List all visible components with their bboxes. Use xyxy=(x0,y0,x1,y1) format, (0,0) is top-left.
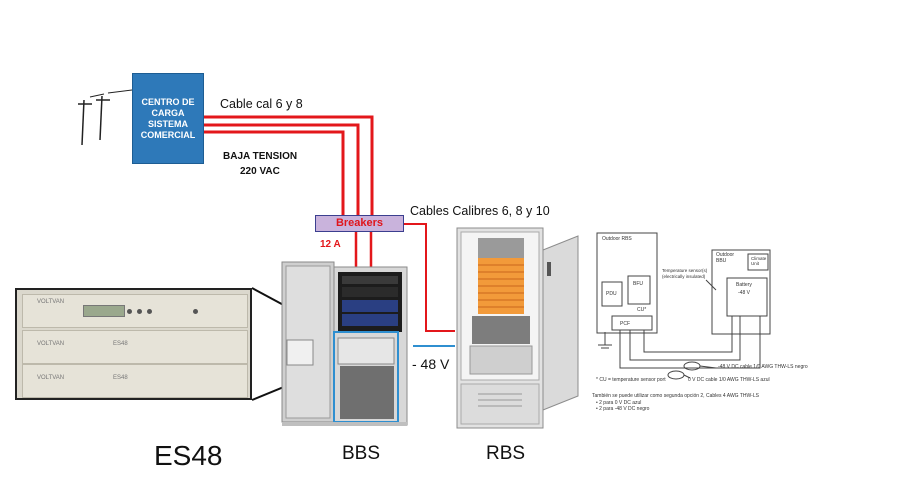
low-voltage-label: BAJA TENSION xyxy=(223,151,298,162)
schematic-note: • 2 para -48 V DC negro xyxy=(596,406,650,412)
rbs-feed-cable xyxy=(403,223,455,332)
model-label: ES48 xyxy=(113,341,128,347)
rbs-title: RBS xyxy=(486,443,526,464)
load-center-line: CARGA xyxy=(151,107,185,118)
bbs-title: BBS xyxy=(342,443,381,464)
rectifier-shelf: VOLTVAN ES48 xyxy=(22,330,248,364)
lcd-display xyxy=(83,305,125,317)
rectifier-shelf: VOLTVAN xyxy=(22,294,248,328)
schematic-footnote: * CU = temperature sensor port xyxy=(596,377,666,383)
breakers-box: Breakers xyxy=(315,215,404,232)
brand-label: VOLTVAN xyxy=(37,375,65,381)
schematic-note: También se puede utilizar como segunda o… xyxy=(592,393,759,399)
bbs-feed-cables xyxy=(354,231,373,268)
schematic-bfu: BFU xyxy=(633,281,643,287)
load-center-line: SISTEMA xyxy=(147,118,188,129)
schematic-battery: Battery xyxy=(736,282,752,288)
cables-calibres-label: Cables Calibres 6, 8 y 10 xyxy=(410,204,550,218)
schematic-outdoor-rbs: Outdoor RBS xyxy=(602,236,632,242)
schematic-cu: CU* xyxy=(637,307,647,313)
schematic-outdoor-bbu: Outdoor BBU xyxy=(716,252,735,264)
schematic-pdu: PDU xyxy=(606,291,617,297)
schematic-battery-voltage: -48 V xyxy=(738,290,750,296)
power-cables xyxy=(202,115,374,216)
bbs-cabinet-icon xyxy=(281,261,408,426)
load-center-box: CENTRO DE CARGA SISTEMA COMERCIAL xyxy=(132,73,204,164)
cable-cal-label: Cable cal 6 y 8 xyxy=(220,97,303,111)
button-icon xyxy=(127,309,132,314)
load-center-line: COMERCIAL xyxy=(140,129,196,140)
brand-label: VOLTVAN xyxy=(37,299,65,305)
schematic-climate-unit: Climate Unit xyxy=(751,256,767,266)
schematic-temp-sensor-note: (electrically insulated) xyxy=(662,274,706,279)
es48-title: ES48 xyxy=(154,440,223,471)
schematic-temp-sensor: Temperature sensor(s) xyxy=(662,268,708,273)
voltage-label: - 48 V xyxy=(412,356,450,372)
model-label: ES48 xyxy=(113,375,128,381)
schematic-cable-zero: 0 V DC cable 1/0 AWG THW-LS azul xyxy=(688,377,770,383)
rbs-cabinet-icon xyxy=(456,227,579,429)
button-icon xyxy=(193,309,198,314)
brand-label: VOLTVAN xyxy=(37,341,65,347)
button-icon xyxy=(137,309,142,314)
es48-equipment-photo: VOLTVAN VOLTVAN ES48 VOLTVAN ES48 xyxy=(15,288,252,400)
schematic-pcf: PCF xyxy=(620,321,630,327)
load-center-line: CENTRO DE xyxy=(141,96,195,107)
schematic-cable-negative: -48 V DC cable 1/0 AWG THW-LS negro xyxy=(718,364,808,370)
schematic-drawing xyxy=(596,232,771,380)
utility-poles-icon xyxy=(78,89,133,146)
button-icon xyxy=(147,309,152,314)
rectifier-shelf: VOLTVAN ES48 xyxy=(22,364,248,398)
vac-label: 220 VAC xyxy=(240,166,280,177)
schematic-note: • 2 para 0 V DC azul xyxy=(596,400,642,406)
amps-label: 12 A xyxy=(320,239,341,250)
